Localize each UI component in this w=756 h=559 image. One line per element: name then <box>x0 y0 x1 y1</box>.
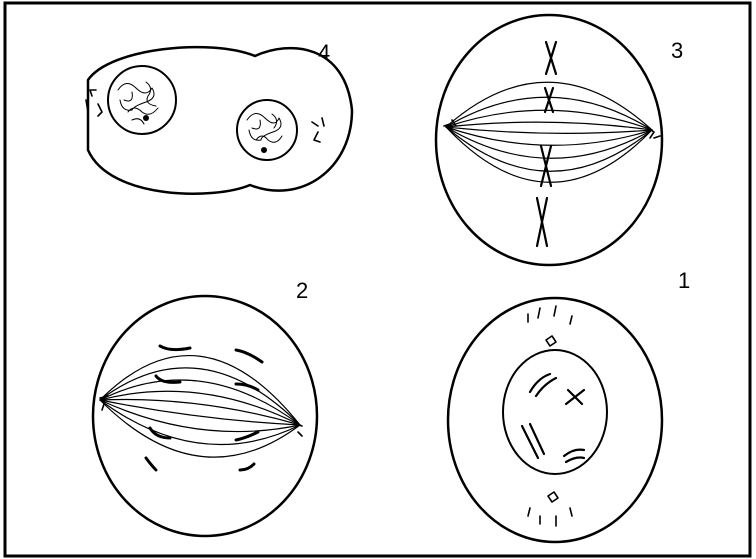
figure-frame <box>5 3 750 556</box>
cell-4-right-centrioles <box>312 118 324 142</box>
cell-2-membrane <box>93 296 317 536</box>
cell-1-label: 1 <box>678 268 690 293</box>
cell-1-asters <box>528 306 572 526</box>
cell-1-membrane <box>448 298 662 542</box>
cell-1-prophase: 1 <box>448 268 690 542</box>
cell-4-left-nucleus <box>108 66 176 134</box>
cell-2-anaphase: 2 <box>93 278 317 536</box>
cell-1-chromosomes <box>522 374 584 462</box>
cell-2-label: 2 <box>296 278 308 303</box>
cell-3-chromosomes <box>537 42 556 246</box>
cell-4-label: 4 <box>318 40 330 65</box>
cell-2-spindle-fibers <box>100 356 300 458</box>
cell-4-right-nucleus <box>237 100 297 160</box>
cell-4-telophase: 4 <box>86 40 352 194</box>
cell-1-nucleus <box>503 350 607 474</box>
cell-2-chromosomes-left <box>146 346 190 470</box>
cell-3-metaphase: 3 <box>436 15 683 265</box>
cell-3-label: 3 <box>671 38 683 63</box>
